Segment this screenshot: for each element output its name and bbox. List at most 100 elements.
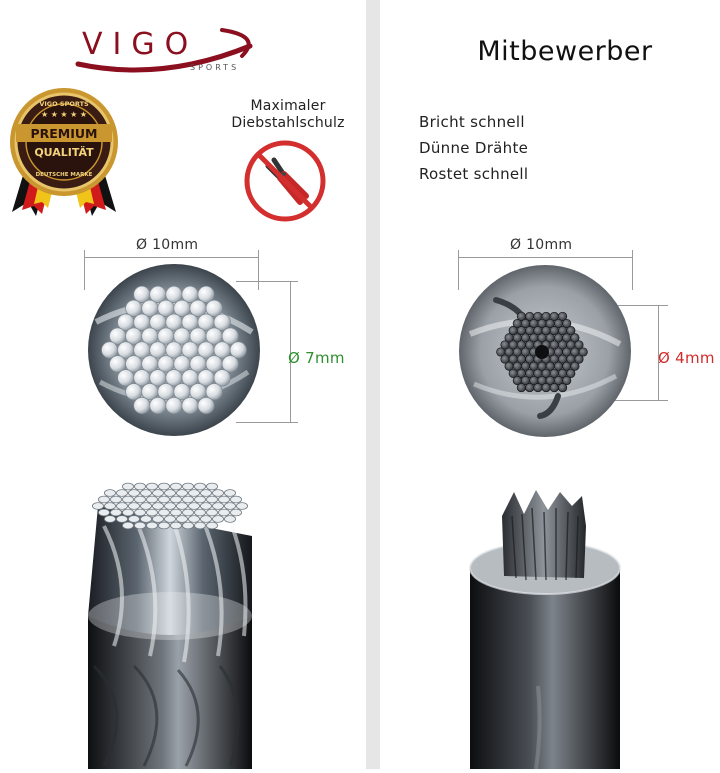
wire-strand <box>525 383 535 393</box>
wire-strand-end <box>164 515 177 523</box>
wire-strand-end <box>188 515 201 523</box>
wire-strand-end <box>140 502 153 510</box>
competitor-drawbacks-list: Bricht schnell Dünne Drähte Rostet schne… <box>419 109 528 187</box>
wire-strand-end <box>170 482 183 491</box>
left-core-tick <box>236 281 298 282</box>
wire-strand-end <box>211 502 224 510</box>
wire-strand <box>533 383 543 393</box>
left-width-tick <box>258 250 259 290</box>
wire-strand-end <box>116 515 129 523</box>
feature-line-2: Diebstahlschulz <box>231 115 345 131</box>
premium-quality-seal: VIGO SPORTS ★ ★ ★ ★ ★ PREMIUM QUALITÄT D… <box>6 84 122 224</box>
wire-strand <box>197 397 215 415</box>
wire-strand <box>574 354 584 364</box>
wire-strand-end <box>229 508 242 517</box>
feature-line-1: Maximaler <box>250 98 326 114</box>
wire-strand <box>570 333 580 343</box>
wire-strand <box>516 383 526 393</box>
wire-strand-end <box>152 502 165 510</box>
wire-strand-end <box>182 508 195 517</box>
right-core-line <box>658 305 659 400</box>
wire-strand-end <box>110 508 123 517</box>
wire-strand-end <box>211 515 224 523</box>
wire-strand-end <box>134 508 147 517</box>
wire-strand-end <box>194 495 207 504</box>
wire-strand-end <box>152 515 165 523</box>
wire-strand <box>562 318 572 329</box>
wire-strand-end <box>223 489 236 497</box>
wire-strand <box>229 341 247 359</box>
wire-strand-end <box>217 508 230 517</box>
wire-strand-end <box>128 515 141 523</box>
wire-strand-end <box>97 508 110 517</box>
wire-strand-end <box>128 502 141 510</box>
wire-strand-end <box>146 508 159 517</box>
vigo-sports-logo: VIGO SPORTS <box>72 20 262 80</box>
right-core-tick <box>590 400 668 401</box>
wire-strand-end <box>176 489 189 497</box>
wire-strand-end <box>176 502 189 510</box>
list-item: Dünne Drähte <box>419 139 529 157</box>
wire-strand-end <box>205 495 218 504</box>
wire-strand-end <box>170 521 183 530</box>
wire-strand <box>562 375 572 386</box>
competitor-title: Mitbewerber <box>477 36 653 67</box>
right-width-tick <box>632 250 633 290</box>
competitor-cable-side-view <box>458 486 632 770</box>
wire-strand-end <box>176 515 189 523</box>
wire-strand-end <box>116 502 129 510</box>
left-core-line <box>290 281 291 422</box>
wire-strand <box>181 397 199 415</box>
wire-strand-end <box>223 515 236 523</box>
vigo-cable-side-view <box>74 466 270 769</box>
wire-strand-end <box>182 482 195 491</box>
wire-strand <box>213 369 231 387</box>
list-item: Rostet schnell <box>419 165 529 183</box>
wire-strand-end <box>170 508 183 517</box>
wire-strand <box>133 397 151 415</box>
left-width-line <box>84 257 258 258</box>
wire-strand-end <box>200 515 213 523</box>
list-item: Bricht schnell <box>419 113 525 131</box>
wire-strand-end <box>194 521 207 530</box>
center-divider <box>366 0 380 769</box>
wire-strand-end <box>158 508 171 517</box>
right-width-tick <box>458 250 459 290</box>
left-width-tick <box>84 250 85 290</box>
wire-strand <box>197 285 215 303</box>
wire-strand-end <box>158 482 171 491</box>
seal-premium-text: PREMIUM <box>30 126 97 141</box>
wire-strand-end <box>97 495 110 504</box>
theft-protection-label: Maximaler Diebstahlschulz <box>200 98 376 132</box>
wire-strand-end <box>122 521 135 530</box>
wire-strand-end <box>223 502 236 510</box>
wire-strand-end <box>146 495 159 504</box>
right-width-label: Ø 10mm <box>510 237 573 253</box>
wire-strand-end <box>182 521 195 530</box>
wire-strand-end <box>164 502 177 510</box>
wire-strand-end <box>229 495 242 504</box>
wire-strand <box>205 383 223 401</box>
wire-strand-end <box>134 495 147 504</box>
wire-strand <box>149 397 167 415</box>
wire-strand-end <box>146 482 159 491</box>
wire-strand <box>578 347 588 357</box>
wire-strand <box>558 311 568 321</box>
wire-strand-end <box>194 482 207 491</box>
wire-strand-end <box>205 508 218 517</box>
wire-strand-end <box>146 521 159 530</box>
seal-quality-text: QUALITÄT <box>34 145 94 159</box>
wire-strand <box>213 313 231 331</box>
wire-strand-end <box>134 482 147 491</box>
wire-strand-end <box>103 502 116 510</box>
wire-strand-end <box>217 495 230 504</box>
wire-strand <box>570 361 580 371</box>
wire-strand-end <box>128 489 141 497</box>
wire-strand-end <box>200 502 213 510</box>
wire-strand-end <box>194 508 207 517</box>
wire-strand <box>549 383 559 393</box>
wire-strand-end <box>200 489 213 497</box>
logo-text: VIGO <box>82 27 198 62</box>
wire-strand-end <box>116 489 129 497</box>
wire-strand <box>221 355 239 373</box>
